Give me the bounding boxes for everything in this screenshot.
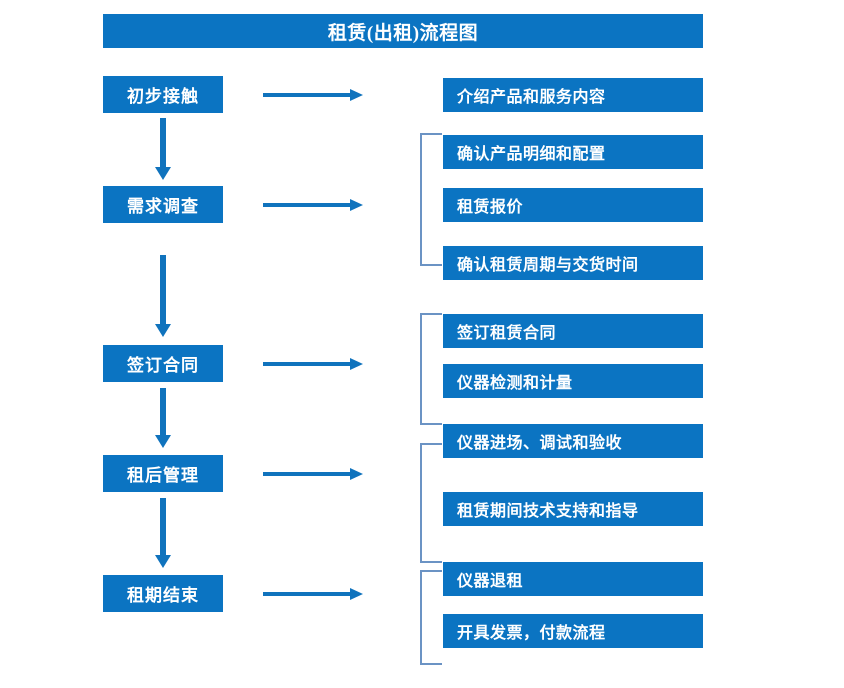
stage-box-3[interactable]: 签订合同 [103, 345, 223, 382]
arrow-head [350, 588, 363, 600]
arrow-shaft [263, 472, 351, 476]
horizontal-arrow-icon-3 [263, 357, 363, 371]
stage-box-2[interactable]: 需求调查 [103, 186, 223, 223]
detail-box-postrent-1[interactable]: 仪器进场、调试和验收 [443, 424, 703, 458]
arrow-head [350, 199, 363, 211]
detail-box-intro-1[interactable]: 介绍产品和服务内容 [443, 78, 703, 112]
arrow-head [155, 435, 171, 448]
vertical-arrow-icon-3 [155, 388, 171, 448]
vertical-arrow-icon-1 [155, 118, 171, 180]
group-bracket-end [420, 570, 442, 665]
detail-box-end-1[interactable]: 仪器退租 [443, 562, 703, 596]
detail-box-requirement-2[interactable]: 租赁报价 [443, 188, 703, 222]
detail-box-contract-2[interactable]: 仪器检测和计量 [443, 364, 703, 398]
group-bracket-postrent [420, 443, 442, 563]
page-title: 租赁(出租)流程图 [103, 14, 703, 48]
detail-box-end-2[interactable]: 开具发票，付款流程 [443, 614, 703, 648]
arrow-shaft [160, 388, 166, 437]
stage-box-4[interactable]: 租后管理 [103, 455, 223, 492]
arrow-shaft [160, 498, 166, 557]
horizontal-arrow-icon-5 [263, 587, 363, 601]
arrow-head [350, 89, 363, 101]
arrow-shaft [263, 93, 351, 97]
arrow-head [155, 167, 171, 180]
arrow-head [155, 324, 171, 337]
horizontal-arrow-icon-1 [263, 88, 363, 102]
arrow-shaft [263, 592, 351, 596]
stage-box-5[interactable]: 租期结束 [103, 575, 223, 612]
arrow-shaft [160, 255, 166, 326]
vertical-arrow-icon-2 [155, 255, 171, 337]
group-bracket-contract [420, 313, 442, 425]
group-bracket-requirement [420, 133, 442, 266]
detail-box-contract-1[interactable]: 签订租赁合同 [443, 314, 703, 348]
arrow-shaft [263, 362, 351, 366]
detail-box-requirement-3[interactable]: 确认租赁周期与交货时间 [443, 246, 703, 280]
detail-box-postrent-2[interactable]: 租赁期间技术支持和指导 [443, 492, 703, 526]
stage-box-1[interactable]: 初步接触 [103, 76, 223, 113]
arrow-head [350, 468, 363, 480]
arrow-shaft [263, 203, 351, 207]
arrow-shaft [160, 118, 166, 169]
arrow-head [155, 555, 171, 568]
detail-box-requirement-1[interactable]: 确认产品明细和配置 [443, 135, 703, 169]
horizontal-arrow-icon-4 [263, 467, 363, 481]
arrow-head [350, 358, 363, 370]
horizontal-arrow-icon-2 [263, 198, 363, 212]
vertical-arrow-icon-4 [155, 498, 171, 568]
